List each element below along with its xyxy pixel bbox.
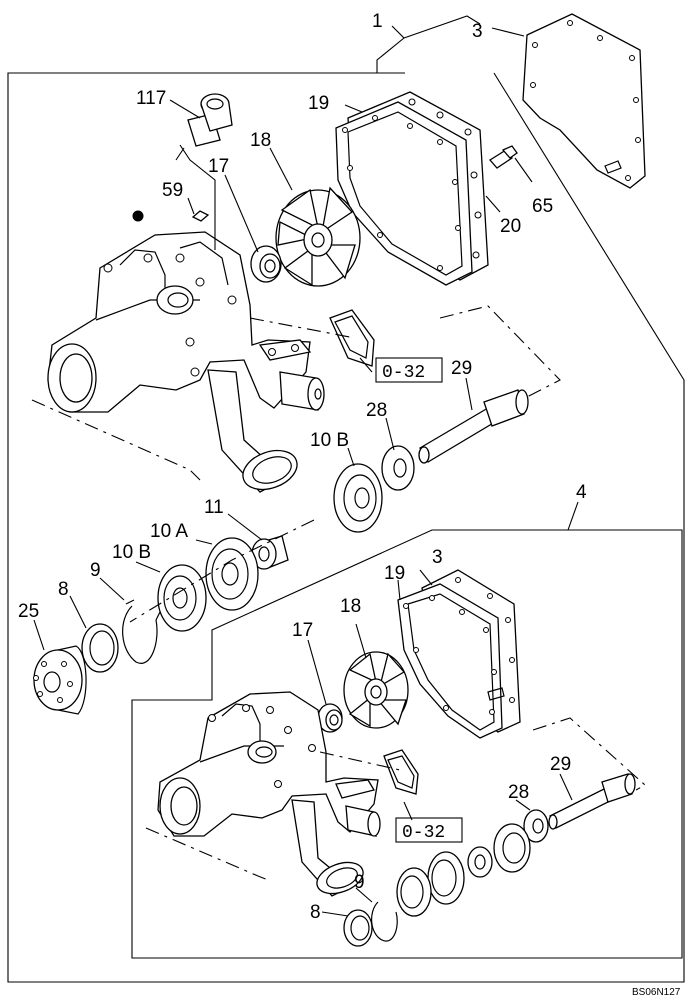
label-18-top: 18 [250, 130, 271, 151]
washer-28-top [381, 445, 415, 491]
shaft-29-bottom [548, 773, 636, 830]
label-1: 1 [372, 11, 383, 32]
reference-code-bottom: 0-32 [402, 823, 445, 843]
washer-28-bottom [523, 809, 549, 843]
sleeve-117 [187, 93, 233, 147]
label-18-bottom: 18 [340, 596, 361, 617]
label-10b-lower: 10 B [112, 542, 151, 563]
o-ring-bottom [383, 749, 419, 795]
label-19-top: 19 [308, 93, 329, 114]
gasket-plate-3-top [522, 13, 646, 189]
label-65: 65 [532, 196, 553, 217]
label-10b-upper: 10 B [310, 430, 349, 451]
seal-8-upper [81, 623, 119, 673]
snap-ring-9-upper [122, 599, 161, 664]
pulley-hub-25 [33, 645, 87, 715]
label-3-top: 3 [472, 21, 483, 42]
drawing-code: BS06N127 [632, 987, 681, 998]
spacer-11 [251, 535, 289, 570]
dot-marker [132, 210, 144, 222]
label-8-upper: 8 [58, 579, 69, 600]
snap-ring-9-bottom [371, 901, 398, 942]
sub-assembly-frame [131, 529, 683, 959]
pin-59 [191, 210, 210, 222]
label-28-top: 28 [366, 400, 387, 421]
bearing-10a [205, 537, 259, 611]
gasket-19-top [335, 101, 473, 286]
reference-code-top: 0-32 [382, 363, 425, 383]
o-ring-top [329, 309, 375, 367]
label-25: 25 [18, 601, 39, 622]
dash-lines [31, 305, 646, 881]
label-10a: 10 A [150, 521, 188, 542]
leader-lines [33, 15, 579, 917]
outer-assembly-frame [7, 72, 685, 983]
impeller-18-top [275, 186, 361, 287]
label-4: 4 [576, 482, 587, 503]
label-29-top: 29 [451, 358, 472, 379]
label-17-bottom: 17 [292, 620, 313, 641]
seal-8-bottom [343, 909, 373, 947]
bearing-10b-upper [333, 463, 383, 533]
pump-housing-bottom [157, 691, 381, 897]
shaft-29-top [418, 389, 529, 464]
label-17-top: 17 [208, 156, 229, 177]
label-9-bottom: 9 [354, 872, 365, 893]
label-11: 11 [204, 497, 224, 518]
reference-box-top: 0-32 [375, 357, 443, 383]
seal-17-bottom [317, 703, 343, 733]
label-8-bottom: 8 [310, 902, 321, 923]
label-9-upper: 9 [90, 560, 101, 581]
gasket-19-bottom [397, 583, 505, 739]
bearings-bottom [396, 823, 531, 917]
pump-housing-top [47, 231, 325, 493]
callout-labels: 1 3 117 19 18 17 59 65 20 29 28 10 B 11 … [18, 11, 587, 923]
impeller-18-bottom [343, 651, 409, 729]
label-19-bottom: 19 [384, 563, 405, 584]
label-59: 59 [162, 180, 183, 201]
seal-17-top [250, 245, 282, 283]
label-29-bottom: 29 [550, 754, 571, 775]
bearing-10b-lower [157, 564, 207, 632]
bolt-65 [489, 145, 518, 169]
label-3-bottom: 3 [432, 547, 443, 568]
reference-box-bottom: 0-32 [395, 817, 463, 843]
label-20: 20 [500, 216, 521, 237]
label-28-bottom: 28 [508, 782, 529, 803]
label-117: 117 [136, 88, 166, 109]
